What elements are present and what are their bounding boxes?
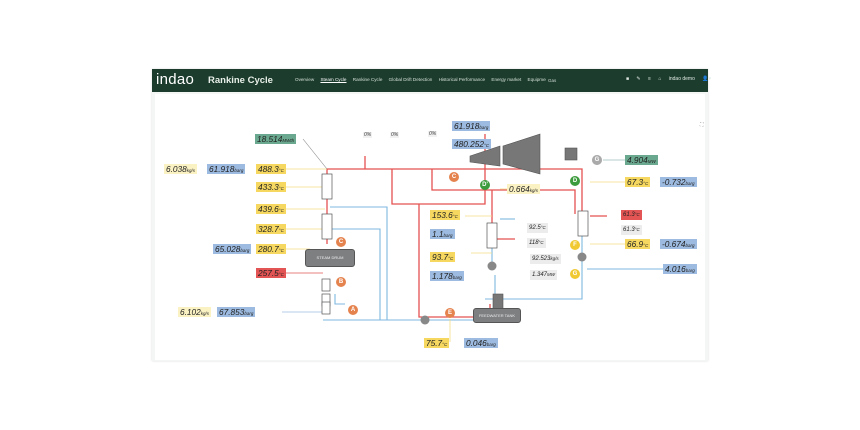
steam-drum[interactable]: STEAM DRUM: [305, 249, 355, 267]
condenser-pressure-label: -0.732barg: [660, 177, 697, 187]
nav-link-rankine-cycle[interactable]: Rankine Cycle: [352, 77, 383, 82]
diagram-card: ⛶: [155, 94, 705, 360]
badge-d-prime[interactable]: D': [480, 180, 490, 190]
settings-icon[interactable]: ≡: [648, 76, 651, 82]
hp-turbine: [469, 145, 501, 167]
nav-link-historical[interactable]: Historical Performance: [438, 77, 486, 82]
badge-e[interactable]: E: [445, 308, 455, 318]
condensate-line: [485, 229, 583, 300]
drum-pressure-label: 65.028barg: [213, 244, 252, 254]
badge-d[interactable]: D: [570, 176, 580, 186]
extraction-temp-label: 153.6°C: [430, 210, 460, 220]
valve-opening-2: 0%: [390, 132, 400, 138]
turbine-temp-label: 480.252°C: [452, 139, 492, 149]
badge-c-turbine[interactable]: C: [449, 172, 459, 182]
heat-exchangers: [321, 173, 589, 315]
power-output-label: 4.904MW: [625, 155, 658, 165]
drum-temp-label: 280.7°C: [256, 244, 286, 254]
valve-opening-3: 0%: [428, 131, 438, 137]
save-icon[interactable]: ■: [626, 76, 630, 82]
extraction-pressure-label: 1.1barg: [430, 229, 455, 239]
temp-label-328: 328.7°C: [256, 224, 286, 234]
user-name[interactable]: indao demo: [668, 76, 695, 82]
page-title: Rankine Cycle: [208, 75, 273, 86]
edit-icon[interactable]: ✎: [636, 76, 641, 82]
condensate-temp-label: 66.9°C: [625, 239, 651, 249]
feedwater-temp-label: 75.7°C: [424, 338, 450, 348]
lp-turbine: [502, 133, 541, 175]
bypass-line: [391, 134, 486, 205]
badge-f[interactable]: F: [570, 240, 580, 250]
fullscreen-icon[interactable]: ⛶: [700, 122, 704, 128]
feedwater-tank[interactable]: FEEDWATER TANK: [473, 308, 521, 323]
evaporator-temp-label: 257.5°C: [256, 268, 286, 278]
badge-b[interactable]: B: [336, 277, 346, 287]
water-lines: [323, 206, 665, 321]
temp-label-433: 433.3°C: [256, 182, 286, 192]
feed-flow-label: 6.102kg/s: [178, 307, 212, 317]
superheater-2: [321, 213, 333, 240]
top-navbar: indao Rankine Cycle Overview Steam Cycle…: [152, 69, 711, 92]
turbine: [469, 133, 578, 311]
home-icon[interactable]: ⌂: [658, 76, 662, 82]
thermal-power-label: 18.514MWth: [255, 134, 297, 144]
economizer-2: [321, 301, 331, 315]
pump-discharge-pressure-label: 4.016barg: [663, 264, 697, 274]
nav-search-input[interactable]: [546, 75, 624, 85]
evaporator: [321, 278, 331, 292]
dh-supply-temp-label: 118°C: [527, 238, 546, 248]
condenser-temp-label: 67.3°C: [625, 177, 651, 187]
condenser: [577, 210, 589, 237]
generator: [564, 147, 578, 161]
dh-outlet-temp-label: 93.7°C: [430, 252, 456, 262]
pump-1-icon: [487, 261, 497, 271]
dh-flow-label: 92.523kg/s: [530, 254, 561, 264]
nav-links: Overview Steam Cycle Rankine Cycle Globa…: [295, 77, 569, 82]
economizer-loop: [334, 294, 345, 305]
steam-pressure-label: 61.918barg: [207, 164, 246, 174]
badge-c-drum[interactable]: C: [336, 237, 346, 247]
dh-outlet-pressure-label: 1.178barg: [430, 271, 464, 281]
condensate-pressure-label: -0.674barg: [660, 239, 697, 249]
steam-flow-label: 6.038kg/s: [164, 164, 198, 174]
pump-3-icon: [420, 315, 430, 325]
nav-link-steam-cycle[interactable]: Steam Cycle: [320, 77, 347, 82]
spray-line-2: [330, 228, 381, 320]
feed-pressure-label: 67.853barg: [217, 307, 256, 317]
badge-a[interactable]: A: [348, 305, 358, 315]
process-diagram: [282, 133, 665, 342]
superheater-1: [321, 173, 333, 200]
feedwater-pressure-label: 0.046barg: [464, 338, 498, 348]
spray-line-1: [330, 206, 388, 320]
dh-return-temp-label: 92.5°C: [527, 223, 548, 233]
exhaust-to-condenser: [565, 168, 583, 211]
temp-label-439: 439.6°C: [256, 204, 286, 214]
pump-2-icon: [577, 252, 587, 262]
cw-inlet-temp-label: 61.3°C: [621, 210, 642, 220]
temp-label-488: 488.3°C: [256, 164, 286, 174]
nav-link-overview[interactable]: Overview: [295, 77, 315, 82]
valve-opening-1: 0%: [363, 132, 373, 138]
turbine-pressure-label: 61.918barg: [452, 121, 491, 131]
dh-power-label: 1.347MW: [530, 270, 558, 280]
app-window: indao Rankine Cycle Overview Steam Cycle…: [152, 69, 711, 361]
district-heating-hx: [486, 222, 498, 249]
nav-link-equipment-health[interactable]: Equipment Health: [527, 77, 565, 82]
user-icon[interactable]: 👤▾: [702, 76, 712, 82]
extraction-flow-label: 0.664kg/s: [507, 184, 541, 194]
nav-link-energy-market[interactable]: Energy market: [491, 77, 522, 82]
badge-g[interactable]: G: [570, 269, 580, 279]
nav-actions: ■ ✎ ≡ ⌂ indao demo 👤▾: [626, 76, 717, 82]
hp-extraction-line: [431, 169, 576, 214]
logo[interactable]: indao: [156, 71, 195, 88]
badge-generator[interactable]: G: [592, 155, 602, 165]
steam-lines: [326, 134, 607, 318]
cw-outlet-temp-label: 61.3°C: [621, 225, 642, 235]
nav-link-global-drift[interactable]: Global Drift Detection: [388, 77, 433, 82]
